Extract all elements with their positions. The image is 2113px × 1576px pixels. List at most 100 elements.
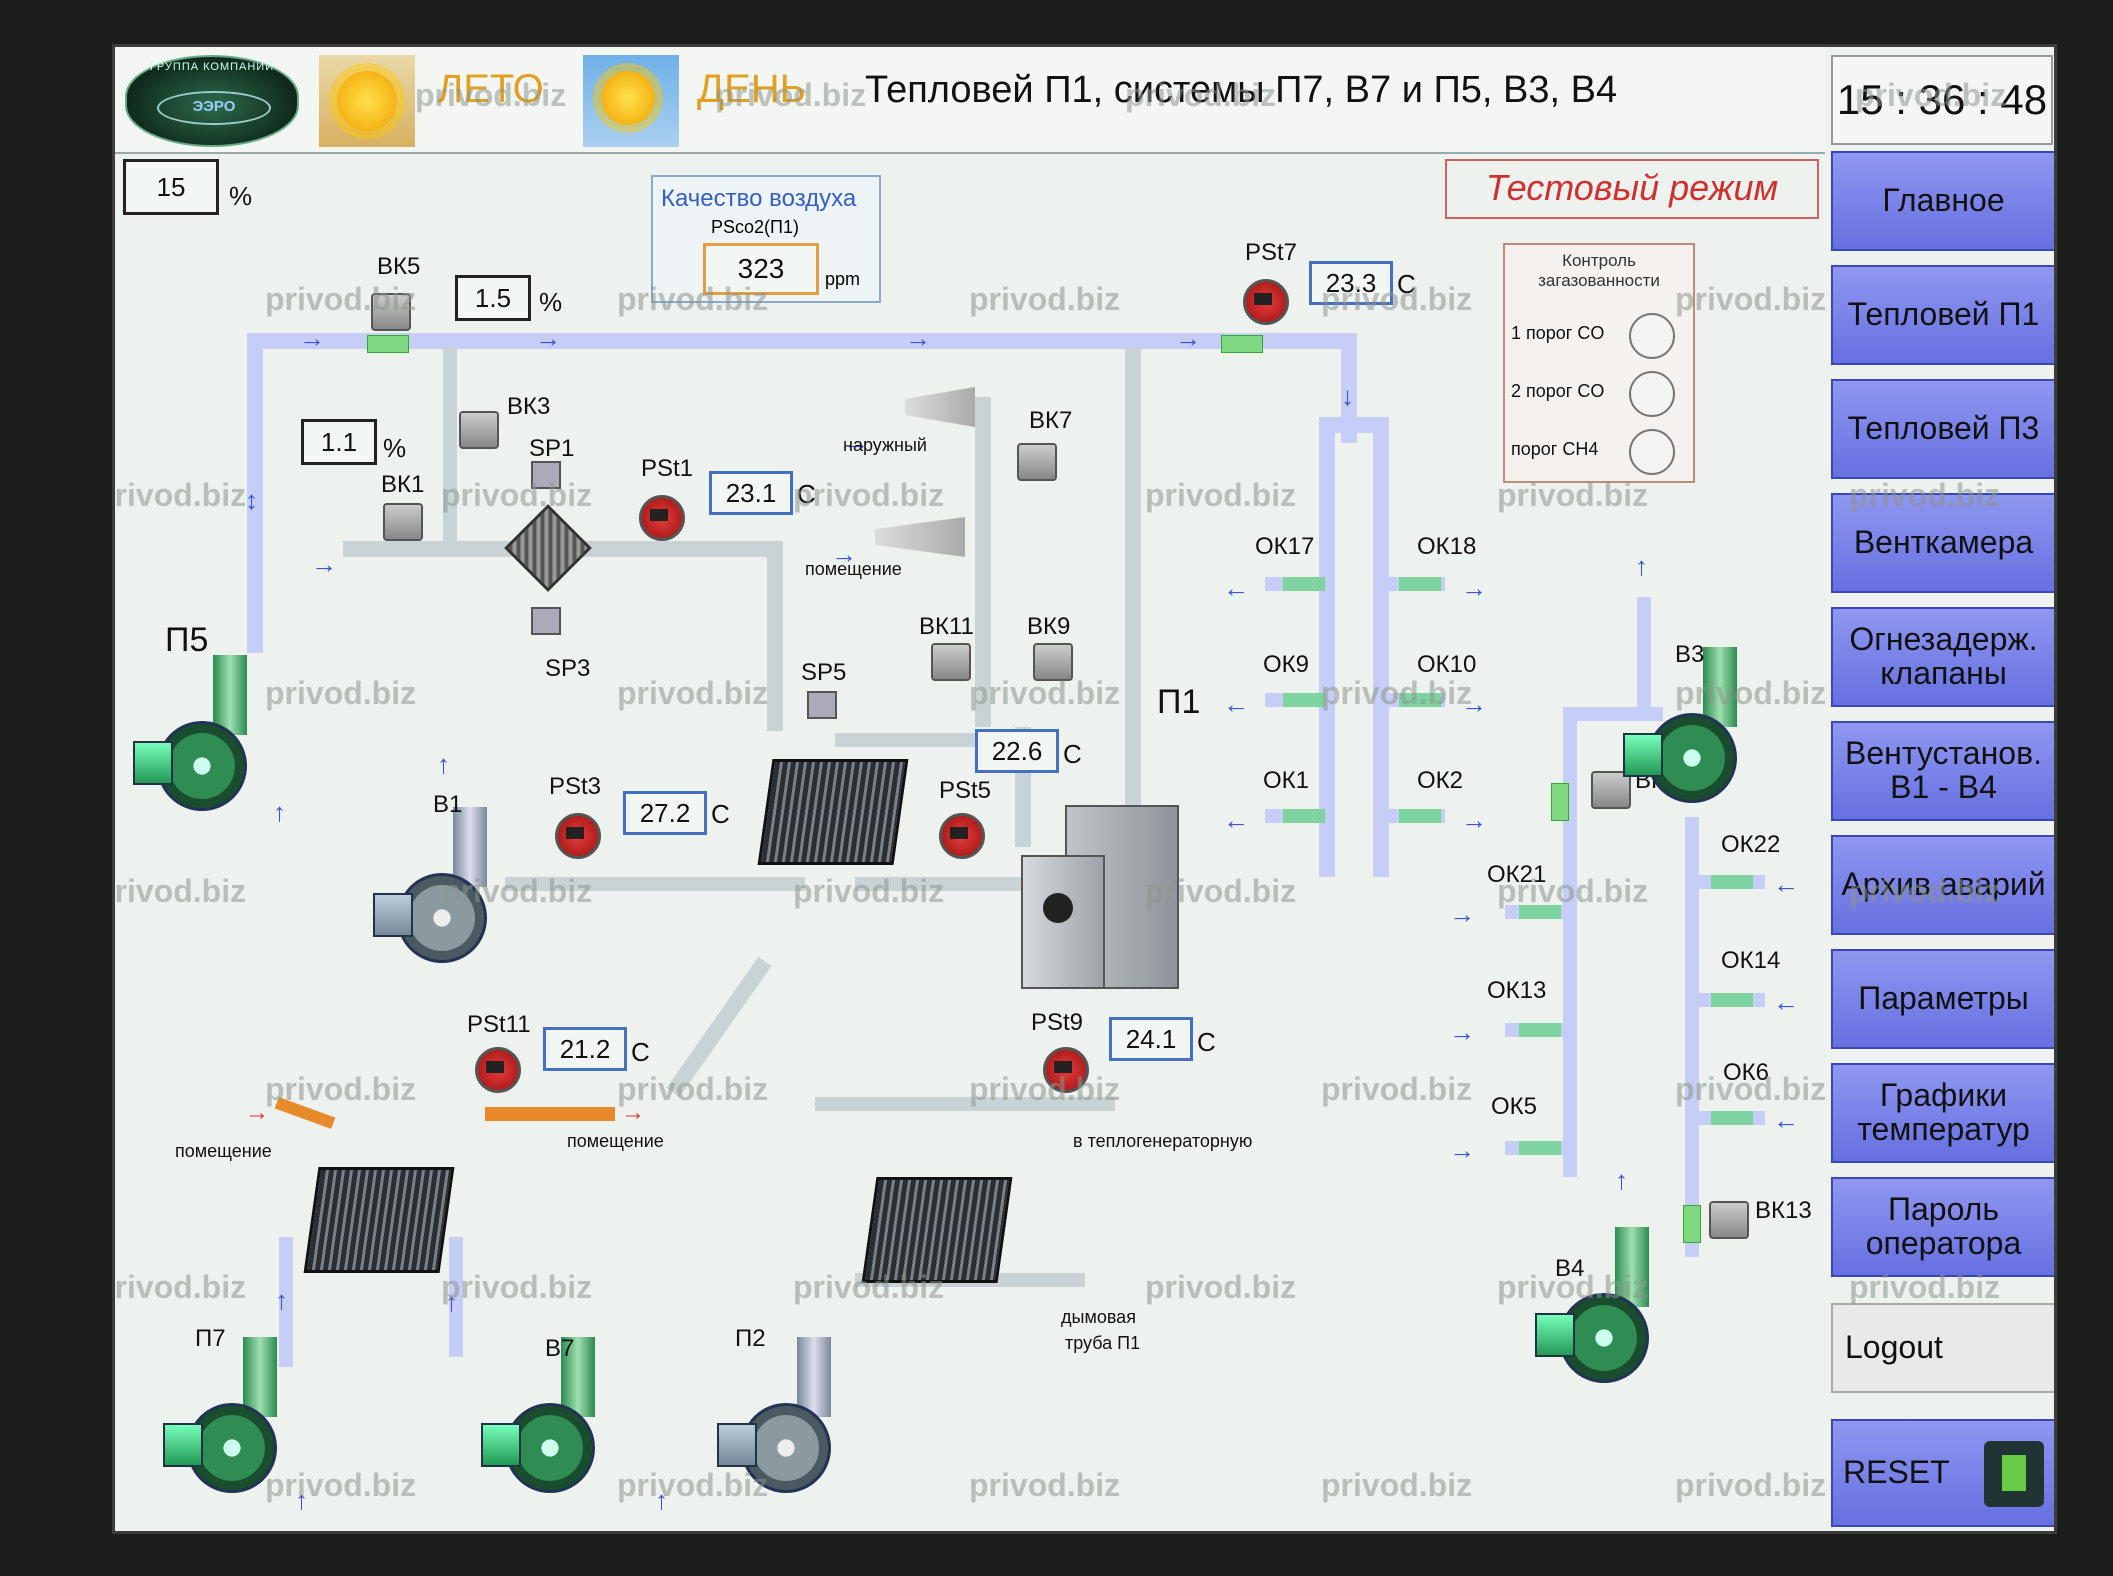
ok5-label: ОК5 — [1491, 1093, 1537, 1120]
b4-fan[interactable] — [1535, 1227, 1675, 1383]
vk7-actuator[interactable] — [1017, 443, 1057, 481]
p7-label: П7 — [195, 1325, 226, 1352]
flow-arrow: ↕ — [245, 485, 258, 515]
pst1-sensor[interactable] — [639, 495, 685, 541]
vk11-actuator[interactable] — [931, 643, 971, 681]
ok13-damper — [1519, 1023, 1561, 1037]
watermark: privod.biz — [1675, 1467, 1827, 1503]
sp1-sensor — [531, 461, 561, 489]
flow-arrow: → — [905, 323, 931, 353]
watermark: privod.biz — [265, 1467, 417, 1503]
watermark: privod.biz — [441, 477, 593, 513]
watermark: privod.biz — [1497, 477, 1649, 513]
watermark: privod.biz — [441, 1269, 593, 1305]
nav-operator-password-button[interactable]: Пароль оператора — [1831, 1177, 2054, 1277]
nav-fire-dampers-button[interactable]: Огнезадерж. клапаны — [1831, 607, 2054, 707]
watermark: privod.biz — [1849, 477, 2001, 513]
vk15-actuator[interactable] — [1591, 771, 1631, 809]
nav-teplovey-p3-button[interactable]: Тепловей П3 — [1831, 379, 2054, 479]
pst7-unit: С — [1397, 269, 1416, 299]
vk5-value: 1.5 — [455, 275, 531, 321]
p1-label: П1 — [1157, 683, 1201, 721]
nav-main-button[interactable]: Главное — [1831, 151, 2054, 251]
nav-parameters-button[interactable]: Параметры — [1831, 949, 2054, 1049]
pst3-sensor[interactable] — [555, 813, 601, 859]
watermark: privod.biz — [1321, 675, 1473, 711]
nav-temperature-charts-button[interactable]: Графики температур — [1831, 1063, 2054, 1163]
b4-riser — [1685, 817, 1699, 1257]
nav-teplovey-p1-button[interactable]: Тепловей П1 — [1831, 265, 2054, 365]
flow-arrow: → — [1461, 805, 1487, 835]
flow-arrow: ← — [1773, 869, 1799, 899]
vk13-actuator[interactable] — [1709, 1201, 1749, 1239]
gas-threshold-3-indicator — [1629, 429, 1675, 475]
vk1-actuator[interactable] — [383, 503, 423, 541]
p7-fan[interactable] — [163, 1337, 303, 1493]
flow-arrow: ↑ — [1615, 1165, 1628, 1195]
watermark: privod.biz — [1497, 873, 1649, 909]
ok2-label: ОК2 — [1417, 767, 1463, 794]
watermark: privod.biz — [1321, 1467, 1473, 1503]
ok9-damper — [1283, 693, 1325, 707]
co2-unit: ppm — [825, 269, 861, 289]
vk5-actuator[interactable] — [371, 293, 411, 331]
sp1-label: SP1 — [529, 435, 575, 462]
p1-heat-exchanger — [757, 759, 909, 865]
logo-text: ЭЭРО — [157, 91, 271, 125]
pst9-sensor[interactable] — [1043, 1047, 1089, 1093]
watermark: privod.biz — [114, 477, 247, 513]
logo-caption: ГРУППА КОМПАНИЙ — [149, 61, 275, 73]
b4-label: В4 — [1555, 1255, 1585, 1282]
room-intake-icon — [875, 517, 965, 557]
p1-riser-right — [1373, 417, 1389, 877]
b3-fan[interactable] — [1623, 647, 1763, 803]
summer-icon — [319, 55, 415, 147]
nav-alarm-archive-button[interactable]: Архив аварий — [1831, 835, 2054, 935]
nav-ventkamera-button[interactable]: Венткамера — [1831, 493, 2054, 593]
vk9-actuator[interactable] — [1033, 643, 1073, 681]
ok21-label: ОК21 — [1487, 861, 1547, 888]
vk7-label: ВК7 — [1029, 407, 1073, 434]
ok5-damper — [1519, 1141, 1561, 1155]
watermark: privod.biz — [617, 1071, 769, 1107]
flow-arrow: ← — [1223, 689, 1249, 719]
ok13-label: ОК13 — [1487, 977, 1547, 1004]
pst7-sensor[interactable] — [1243, 279, 1289, 325]
watermark: privod.biz — [1145, 873, 1297, 909]
flow-arrow: ← — [1223, 573, 1249, 603]
vk13-label: ВК13 — [1755, 1197, 1812, 1224]
vk7-duct — [975, 397, 991, 727]
nav-fan-units-button[interactable]: Вентустанов. В1 - В4 — [1831, 721, 2054, 821]
p5-fan[interactable] — [133, 655, 273, 811]
pst5-unit: С — [1063, 739, 1082, 769]
flow-arrow: → — [1461, 689, 1487, 719]
pst11-sensor[interactable] — [475, 1047, 521, 1093]
ok18-label: ОК18 — [1417, 533, 1477, 560]
pst5-sensor[interactable] — [939, 813, 985, 859]
vk3-duct — [443, 347, 457, 547]
watermark: privod.biz — [114, 873, 247, 909]
b7-fan[interactable] — [481, 1337, 621, 1493]
daytime-label: ДЕНЬ — [697, 67, 806, 111]
top-left-value: 15 — [123, 159, 219, 215]
p2-fan[interactable] — [717, 1337, 857, 1493]
hot-supply-duct — [485, 1107, 615, 1121]
gas-threshold-3-label: порог CH4 — [1511, 439, 1599, 459]
b1-fan[interactable] — [373, 807, 513, 963]
p1-drop-duct — [1341, 333, 1357, 443]
pst1-unit: С — [797, 479, 816, 509]
watermark: privod.biz — [969, 1071, 1121, 1107]
vk3-actuator[interactable] — [459, 411, 499, 449]
company-logo: ГРУППА КОМПАНИЙ ЭЭРО — [125, 55, 299, 147]
flow-arrow: → — [1449, 899, 1475, 929]
watermark: privod.biz — [1849, 873, 2001, 909]
watermark: privod.biz — [441, 873, 593, 909]
ok10-damper — [1399, 693, 1441, 707]
watermark: privod.biz — [1497, 1269, 1649, 1305]
logout-button[interactable]: Logout — [1831, 1303, 2054, 1393]
hmi-screen: ГРУППА КОМПАНИЙ ЭЭРО ЛЕТО ДЕНЬ Тепловей … — [112, 44, 2057, 1534]
ok21-damper — [1519, 905, 1561, 919]
chimney-label-1: дымовая — [1061, 1307, 1136, 1327]
watermark: privod.biz — [969, 675, 1121, 711]
reset-button[interactable]: RESET — [1831, 1419, 2054, 1527]
